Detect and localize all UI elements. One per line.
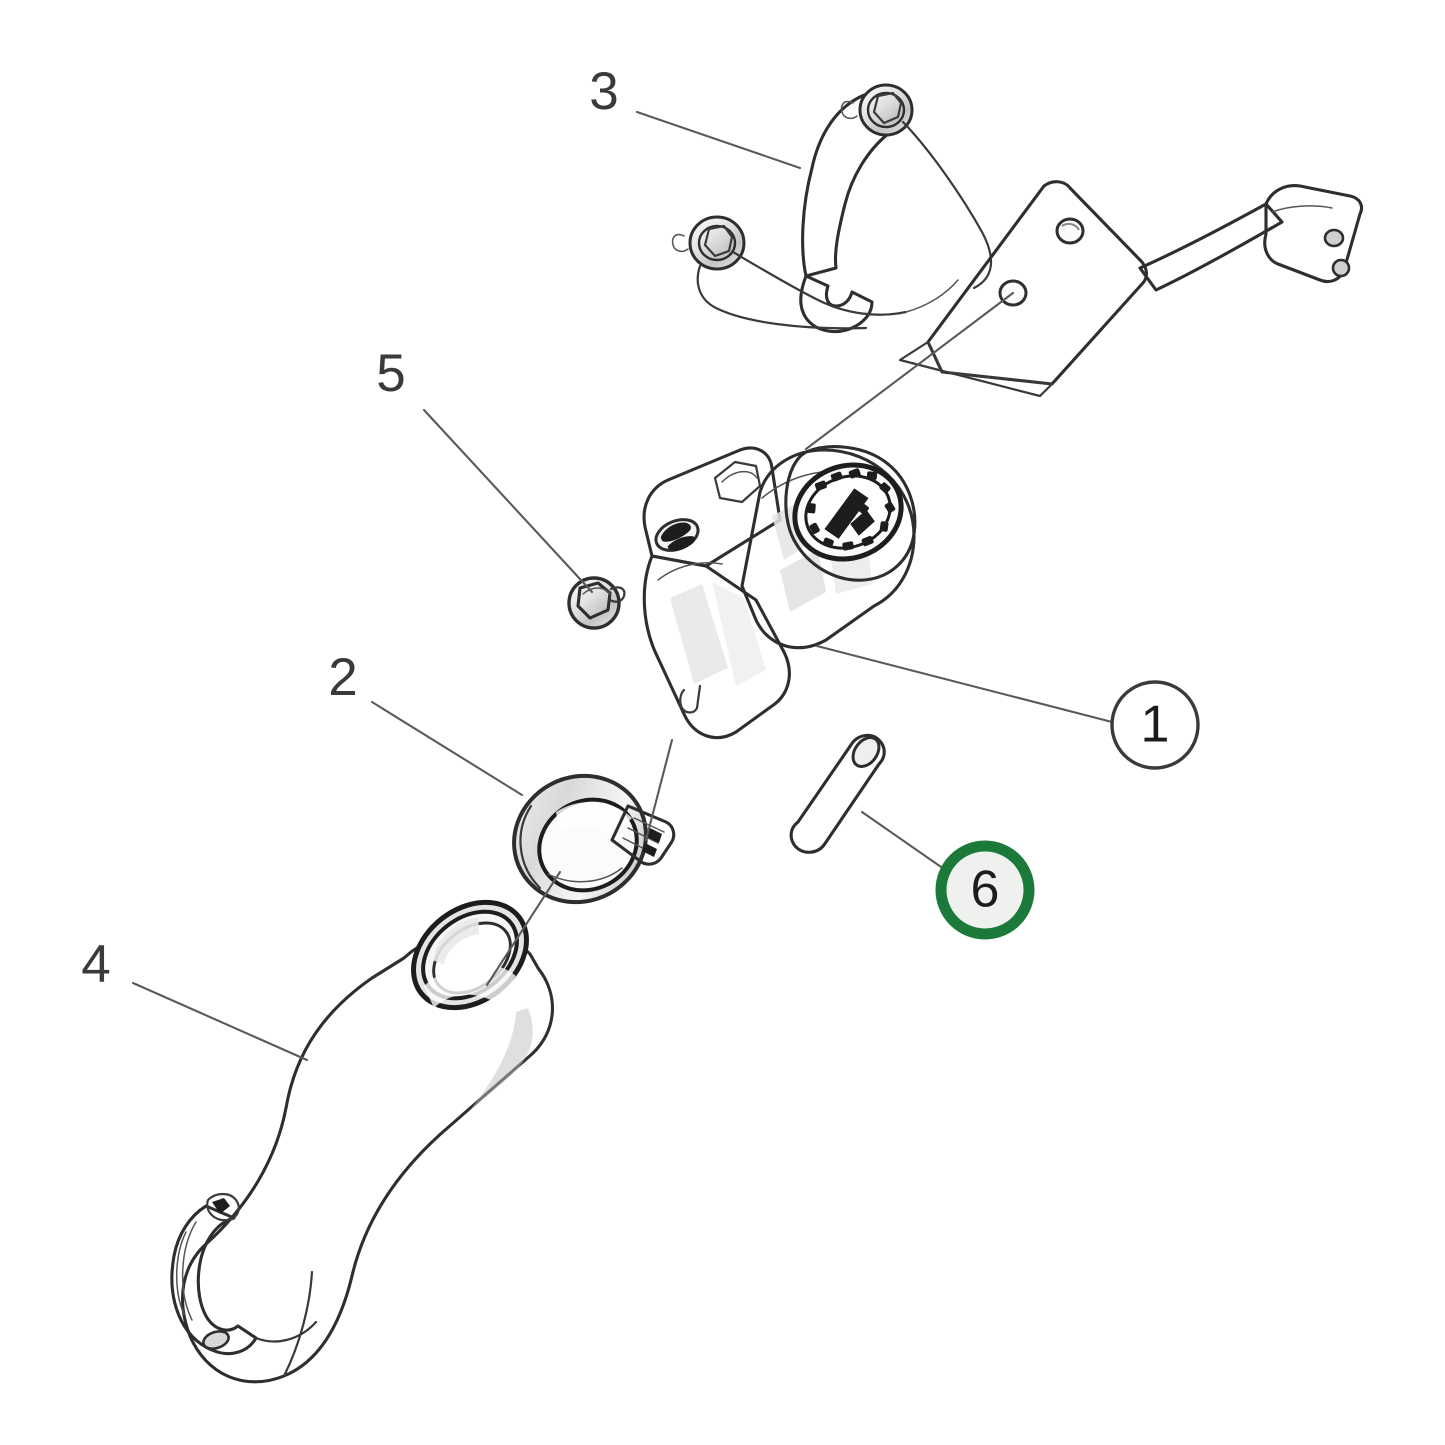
part-sensor-body — [642, 445, 917, 740]
leader-2 — [370, 700, 524, 797]
callout-4-number: 4 — [81, 935, 110, 994]
part-dowel-pin — [789, 733, 886, 854]
bracket-tab-hole-upper — [1323, 228, 1345, 248]
callout-2-number: 2 — [328, 648, 357, 707]
callout-6-highlighted[interactable]: 6 — [935, 840, 1035, 940]
leader-5 — [422, 408, 594, 594]
part-hose-clamp — [512, 773, 676, 905]
callout-3-number: 3 — [589, 62, 618, 121]
callout-2[interactable]: 2 — [328, 648, 357, 707]
callout-5[interactable]: 5 — [376, 344, 405, 403]
callout-6-ring — [935, 840, 1035, 940]
callout-5-number: 5 — [376, 344, 405, 403]
leader-lines — [131, 110, 1114, 1062]
leader-4 — [131, 981, 309, 1062]
leader-clamp-to-hose — [485, 870, 562, 987]
leader-bracket-to-body — [804, 291, 1015, 451]
clamp-screw-housing — [610, 804, 676, 866]
callout-1-ring — [1110, 680, 1200, 770]
part-wire-strap-bracket — [671, 83, 993, 334]
part-hex-bolt — [567, 576, 626, 630]
leader-1 — [815, 644, 1114, 724]
leader-6 — [860, 810, 946, 871]
flange-bolt-hole — [654, 518, 700, 552]
leader-body-to-clamp — [644, 738, 674, 842]
strap-bolt-upper — [840, 83, 914, 137]
part-mount-bracket-plate — [898, 180, 1364, 398]
callout-1[interactable]: 1 — [1110, 680, 1200, 770]
callout-1-number: 1 — [1141, 696, 1170, 754]
callout-labels: 3 5 2 4 1 6 — [81, 62, 1200, 994]
electrical-connector — [792, 462, 904, 562]
strap-bolt-lower — [671, 215, 746, 271]
body-hex-bolt — [713, 460, 762, 504]
callout-4[interactable]: 4 — [81, 935, 110, 994]
callout-6-number: 6 — [971, 861, 1000, 919]
plate-hole-upper — [1055, 217, 1085, 245]
part-intake-hose — [170, 899, 554, 1384]
bracket-tab-hole-lower — [1331, 258, 1351, 278]
leader-3 — [635, 110, 802, 170]
callout-3[interactable]: 3 — [589, 62, 618, 121]
hose-end-clamp — [170, 1192, 258, 1356]
